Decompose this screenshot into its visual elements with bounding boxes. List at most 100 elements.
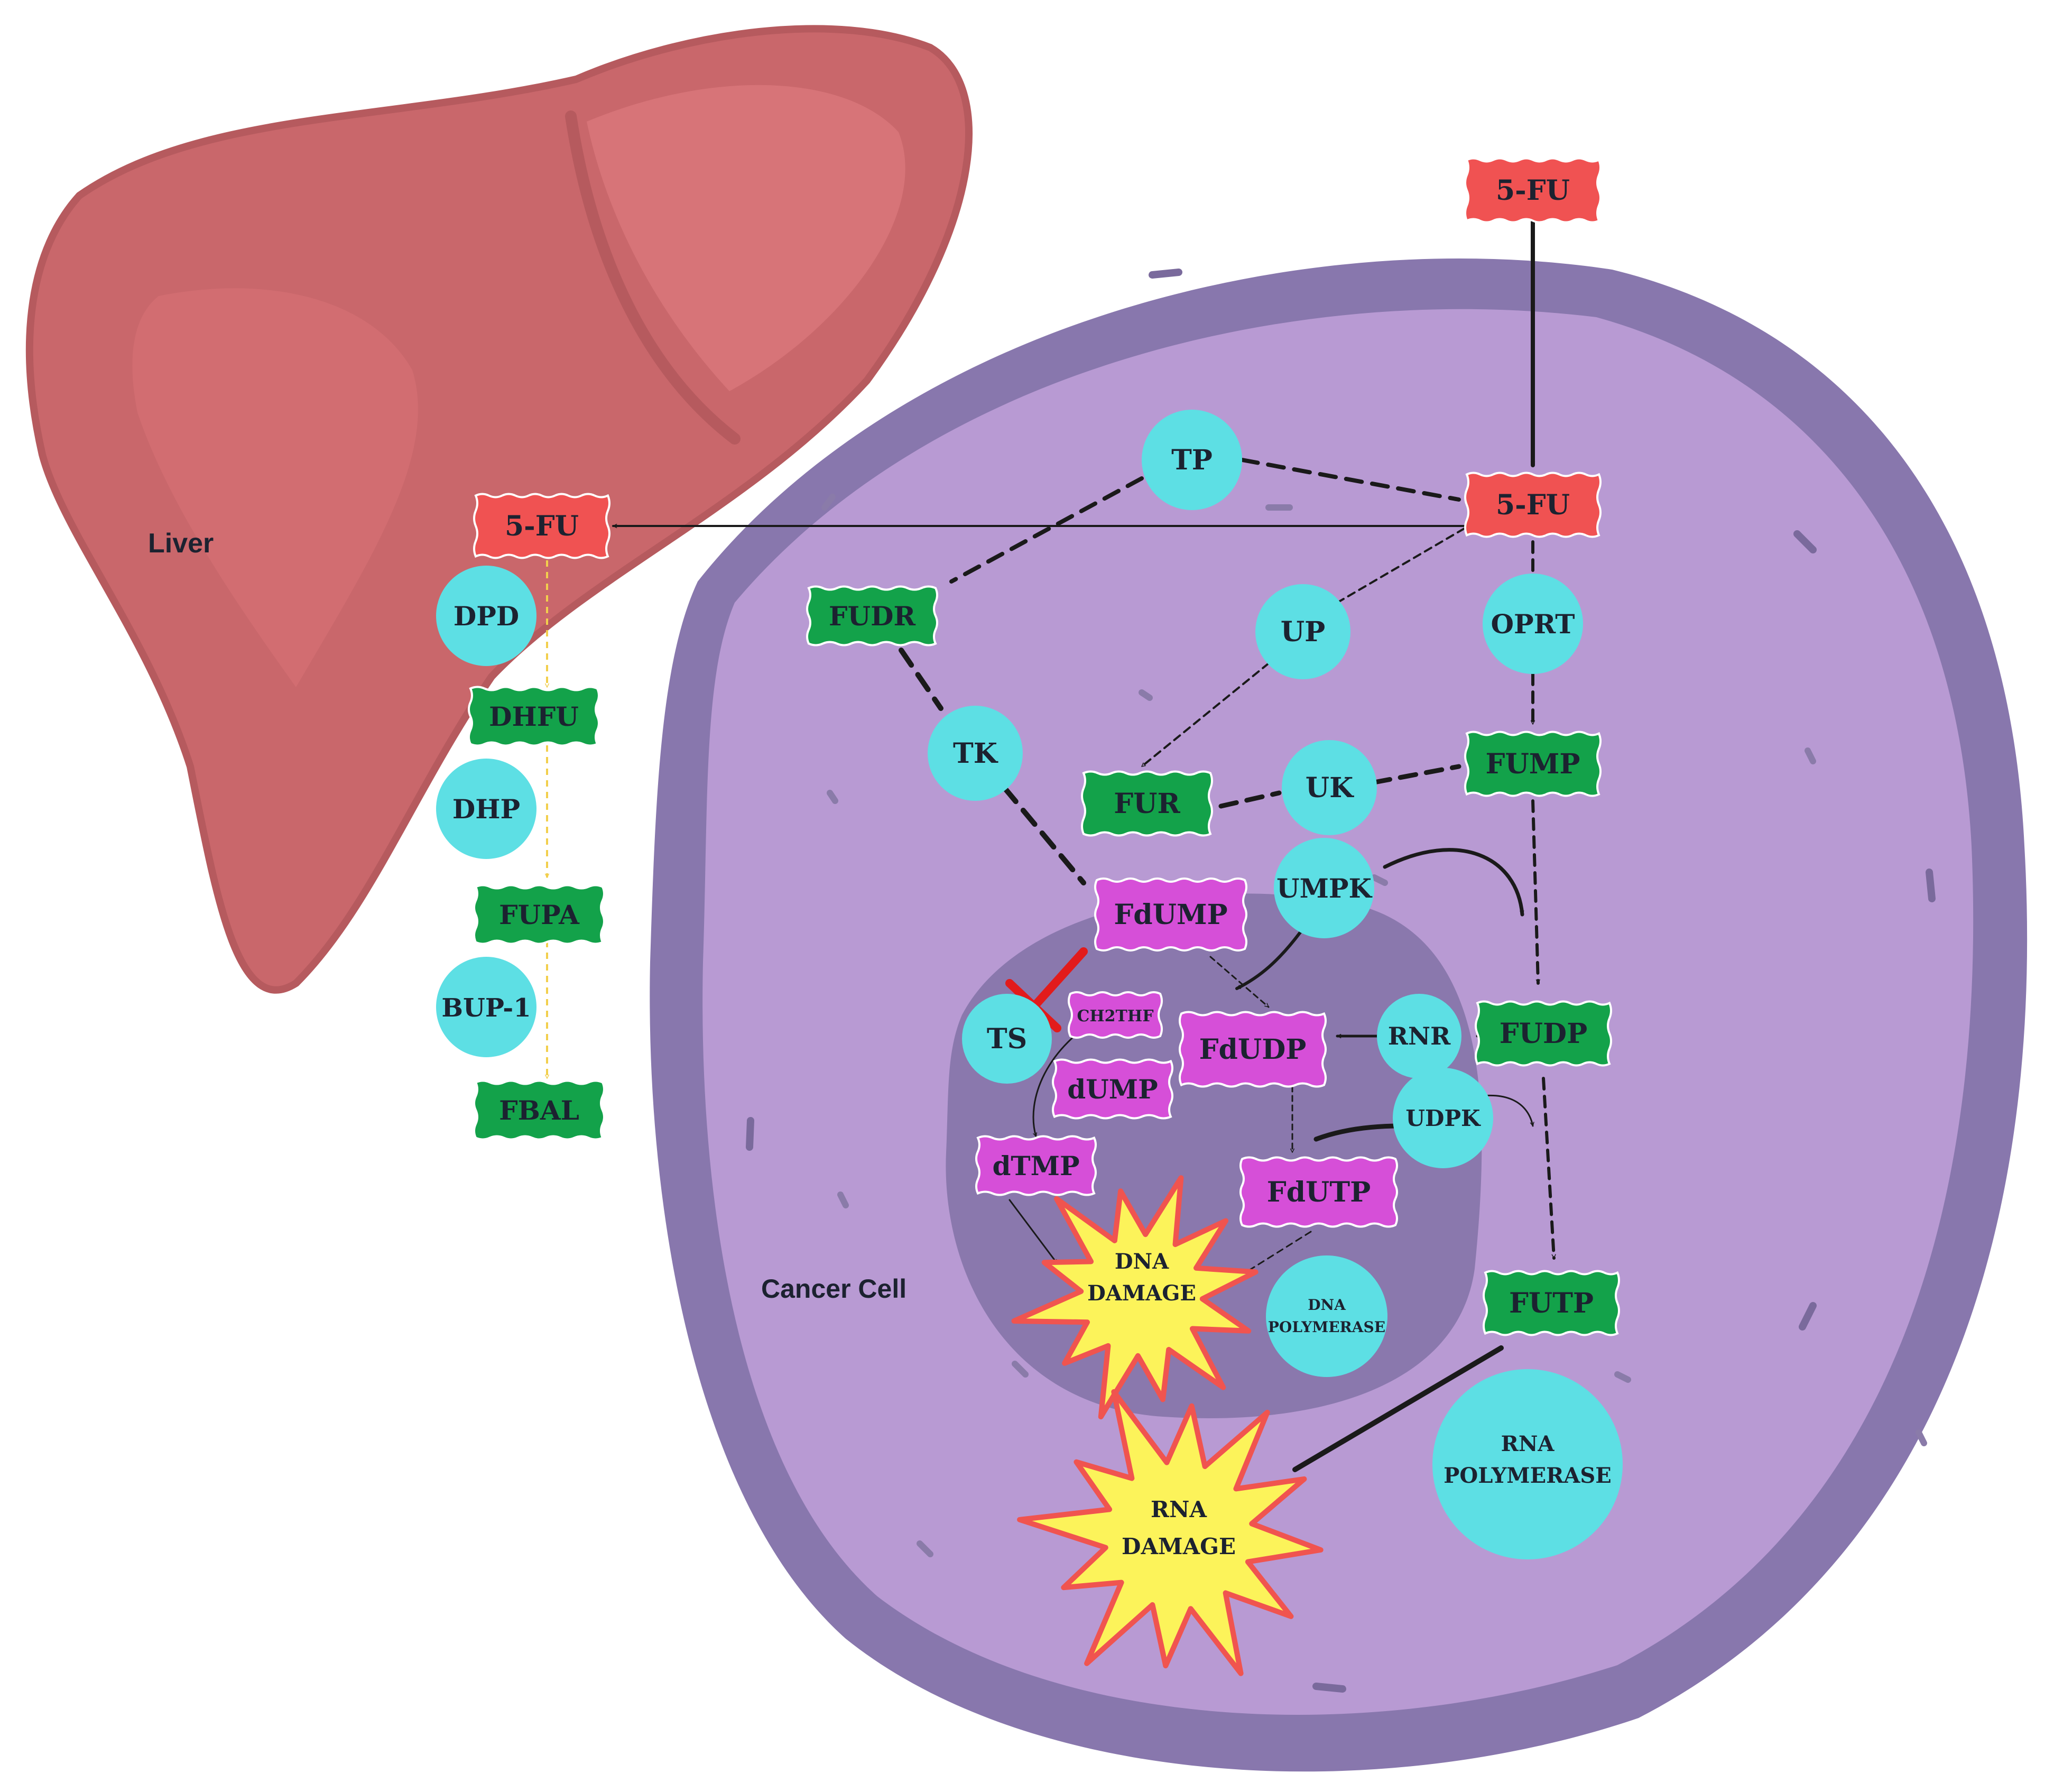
- arrow-futp-rnadamage: [1292, 1345, 1504, 1472]
- svg-text:BUP-1: BUP-1: [441, 993, 531, 1023]
- enzyme-up: UP: [1255, 584, 1350, 679]
- svg-text:TK: TK: [953, 737, 998, 770]
- box-fur: FUR: [1081, 770, 1213, 837]
- box-fdump-shape: [1094, 877, 1247, 952]
- membrane-dashes: [746, 269, 1936, 1693]
- box-5fu-outside-shape: [1464, 157, 1602, 224]
- cancer-cell: [650, 258, 2028, 1772]
- box-fdump: FdUMP: [1094, 877, 1247, 952]
- box-dhfu-shape: [468, 686, 600, 747]
- box-5fu-inside-shape: [1464, 472, 1602, 538]
- svg-text:RNA: RNA: [1501, 1431, 1555, 1456]
- box-fump-shape: [1464, 731, 1602, 797]
- box-ch2thf-shape: [1068, 991, 1163, 1039]
- enzymes: DPD DHP BUP-1 TP UP OPRT TK UK UMPK TS R…: [436, 410, 1623, 1559]
- arrow-tk-fdump: [1002, 785, 1086, 885]
- enzyme-dpd: DPD: [436, 566, 536, 666]
- enzyme-tk: TK: [928, 706, 1023, 801]
- svg-text:FdUMP: FdUMP: [1114, 899, 1227, 931]
- arrow-uk-fump: [1372, 764, 1461, 785]
- svg-text:FUR: FUR: [1114, 788, 1180, 820]
- box-futp-shape: [1483, 1270, 1620, 1336]
- box-fump: FUMP: [1464, 731, 1602, 797]
- svg-text:TS: TS: [987, 1023, 1027, 1055]
- arrow-fudp-futp: [1542, 1077, 1554, 1260]
- box-futp: FUTP: [1483, 1270, 1620, 1336]
- dna-damage-text-1: DNA: [1115, 1249, 1169, 1274]
- enzyme-dna-polymerase: DNA POLYMERASE: [1266, 1255, 1387, 1377]
- svg-text:UDPK: UDPK: [1405, 1105, 1481, 1131]
- svg-text:RNR: RNR: [1388, 1022, 1451, 1050]
- box-fdutp-shape: [1239, 1156, 1398, 1228]
- svg-text:5-FU: 5-FU: [1496, 174, 1570, 207]
- arrow-umpk-fudp: [1383, 848, 1522, 917]
- svg-text:OPRT: OPRT: [1491, 608, 1575, 640]
- enzyme-bup1: BUP-1: [436, 957, 536, 1057]
- arrow-fudr-tk: [899, 648, 943, 711]
- arrow-tp-fudr: [949, 476, 1144, 584]
- svg-text:DHP: DHP: [452, 793, 520, 825]
- dna-damage-text-2: DAMAGE: [1087, 1281, 1196, 1306]
- box-fdudp-shape: [1179, 1011, 1327, 1088]
- svg-text:FUTP: FUTP: [1509, 1287, 1594, 1319]
- box-5fu-liver-shape: [473, 493, 610, 559]
- svg-text:TP: TP: [1171, 444, 1213, 476]
- box-fupa: FUPA: [473, 884, 605, 945]
- box-dtmp: dTMP: [975, 1135, 1097, 1196]
- svg-text:dTMP: dTMP: [992, 1150, 1079, 1181]
- box-fudr-shape: [806, 585, 938, 646]
- box-5fu-liver: 5-FU: [473, 493, 610, 559]
- box-dump-shape: [1052, 1058, 1173, 1120]
- box-5fu-outside: 5-FU: [1464, 157, 1602, 224]
- box-fur-shape: [1081, 770, 1213, 837]
- box-fdudp: FdUDP: [1179, 1011, 1327, 1088]
- arrow-up-fur: [1141, 662, 1270, 768]
- arrow-dtmp-dnadamage: [1009, 1199, 1058, 1264]
- svg-text:FUPA: FUPA: [499, 899, 580, 930]
- box-fudr: FUDR: [806, 585, 938, 646]
- dna-damage-starburst: DNA DAMAGE: [1011, 1175, 1259, 1420]
- arrow-fump-fudp: [1531, 799, 1538, 985]
- arrow-tp-5fu: [1240, 458, 1461, 502]
- box-fudp: FUDP: [1475, 1000, 1612, 1067]
- svg-text:5-FU: 5-FU: [1496, 489, 1570, 521]
- arrow-udpk-fdutp: [1313, 1123, 1403, 1142]
- svg-text:UP: UP: [1281, 616, 1325, 648]
- box-dump: dUMP: [1052, 1058, 1173, 1120]
- enzyme-rnr: RNR: [1377, 994, 1461, 1078]
- enzyme-dhp: DHP: [436, 759, 536, 859]
- enzyme-tp: TP: [1142, 410, 1242, 510]
- svg-text:dUMP: dUMP: [1067, 1074, 1158, 1105]
- svg-text:DNA: DNA: [1308, 1296, 1346, 1314]
- box-ch2thf: CH2THF: [1068, 991, 1163, 1039]
- rna-damage-text-1: RNA: [1151, 1497, 1207, 1522]
- box-fudp-shape: [1475, 1000, 1612, 1067]
- liver-lobe-highlight: [587, 85, 905, 392]
- enzyme-rna-polymerase: RNA POLYMERASE: [1432, 1369, 1623, 1559]
- enzyme-uk: UK: [1282, 740, 1377, 835]
- enzyme-umpk: UMPK: [1274, 838, 1374, 938]
- svg-text:DHFU: DHFU: [489, 701, 579, 732]
- arrow-umpk-fdudp: [1235, 923, 1307, 990]
- enzyme-ts: TS: [962, 994, 1052, 1084]
- svg-text:FdUTP: FdUTP: [1267, 1176, 1371, 1208]
- svg-text:FUDR: FUDR: [829, 601, 915, 632]
- liver-lobe-divider: [565, 110, 741, 445]
- arrow-fdump-fdudp: [1209, 956, 1270, 1008]
- enzyme-oprt: OPRT: [1483, 574, 1583, 674]
- svg-text:POLYMERASE: POLYMERASE: [1444, 1463, 1611, 1488]
- box-fupa-shape: [473, 884, 605, 945]
- rna-damage-starburst: RNA DAMAGE: [1017, 1389, 1324, 1676]
- svg-text:FUMP: FUMP: [1486, 748, 1580, 780]
- svg-text:DPD: DPD: [454, 601, 519, 632]
- svg-text:POLYMERASE: POLYMERASE: [1268, 1318, 1385, 1336]
- box-fbal: FBAL: [473, 1079, 605, 1141]
- box-5fu-inside: 5-FU: [1464, 472, 1602, 538]
- arrow-5fu-up: [1336, 528, 1465, 604]
- liver-lobe-highlight-2: [132, 288, 418, 687]
- svg-text:FdUDP: FdUDP: [1199, 1033, 1307, 1066]
- box-fbal-shape: [473, 1079, 605, 1141]
- enzyme-udpk: UDPK: [1393, 1068, 1493, 1168]
- svg-text:5-FU: 5-FU: [505, 510, 579, 542]
